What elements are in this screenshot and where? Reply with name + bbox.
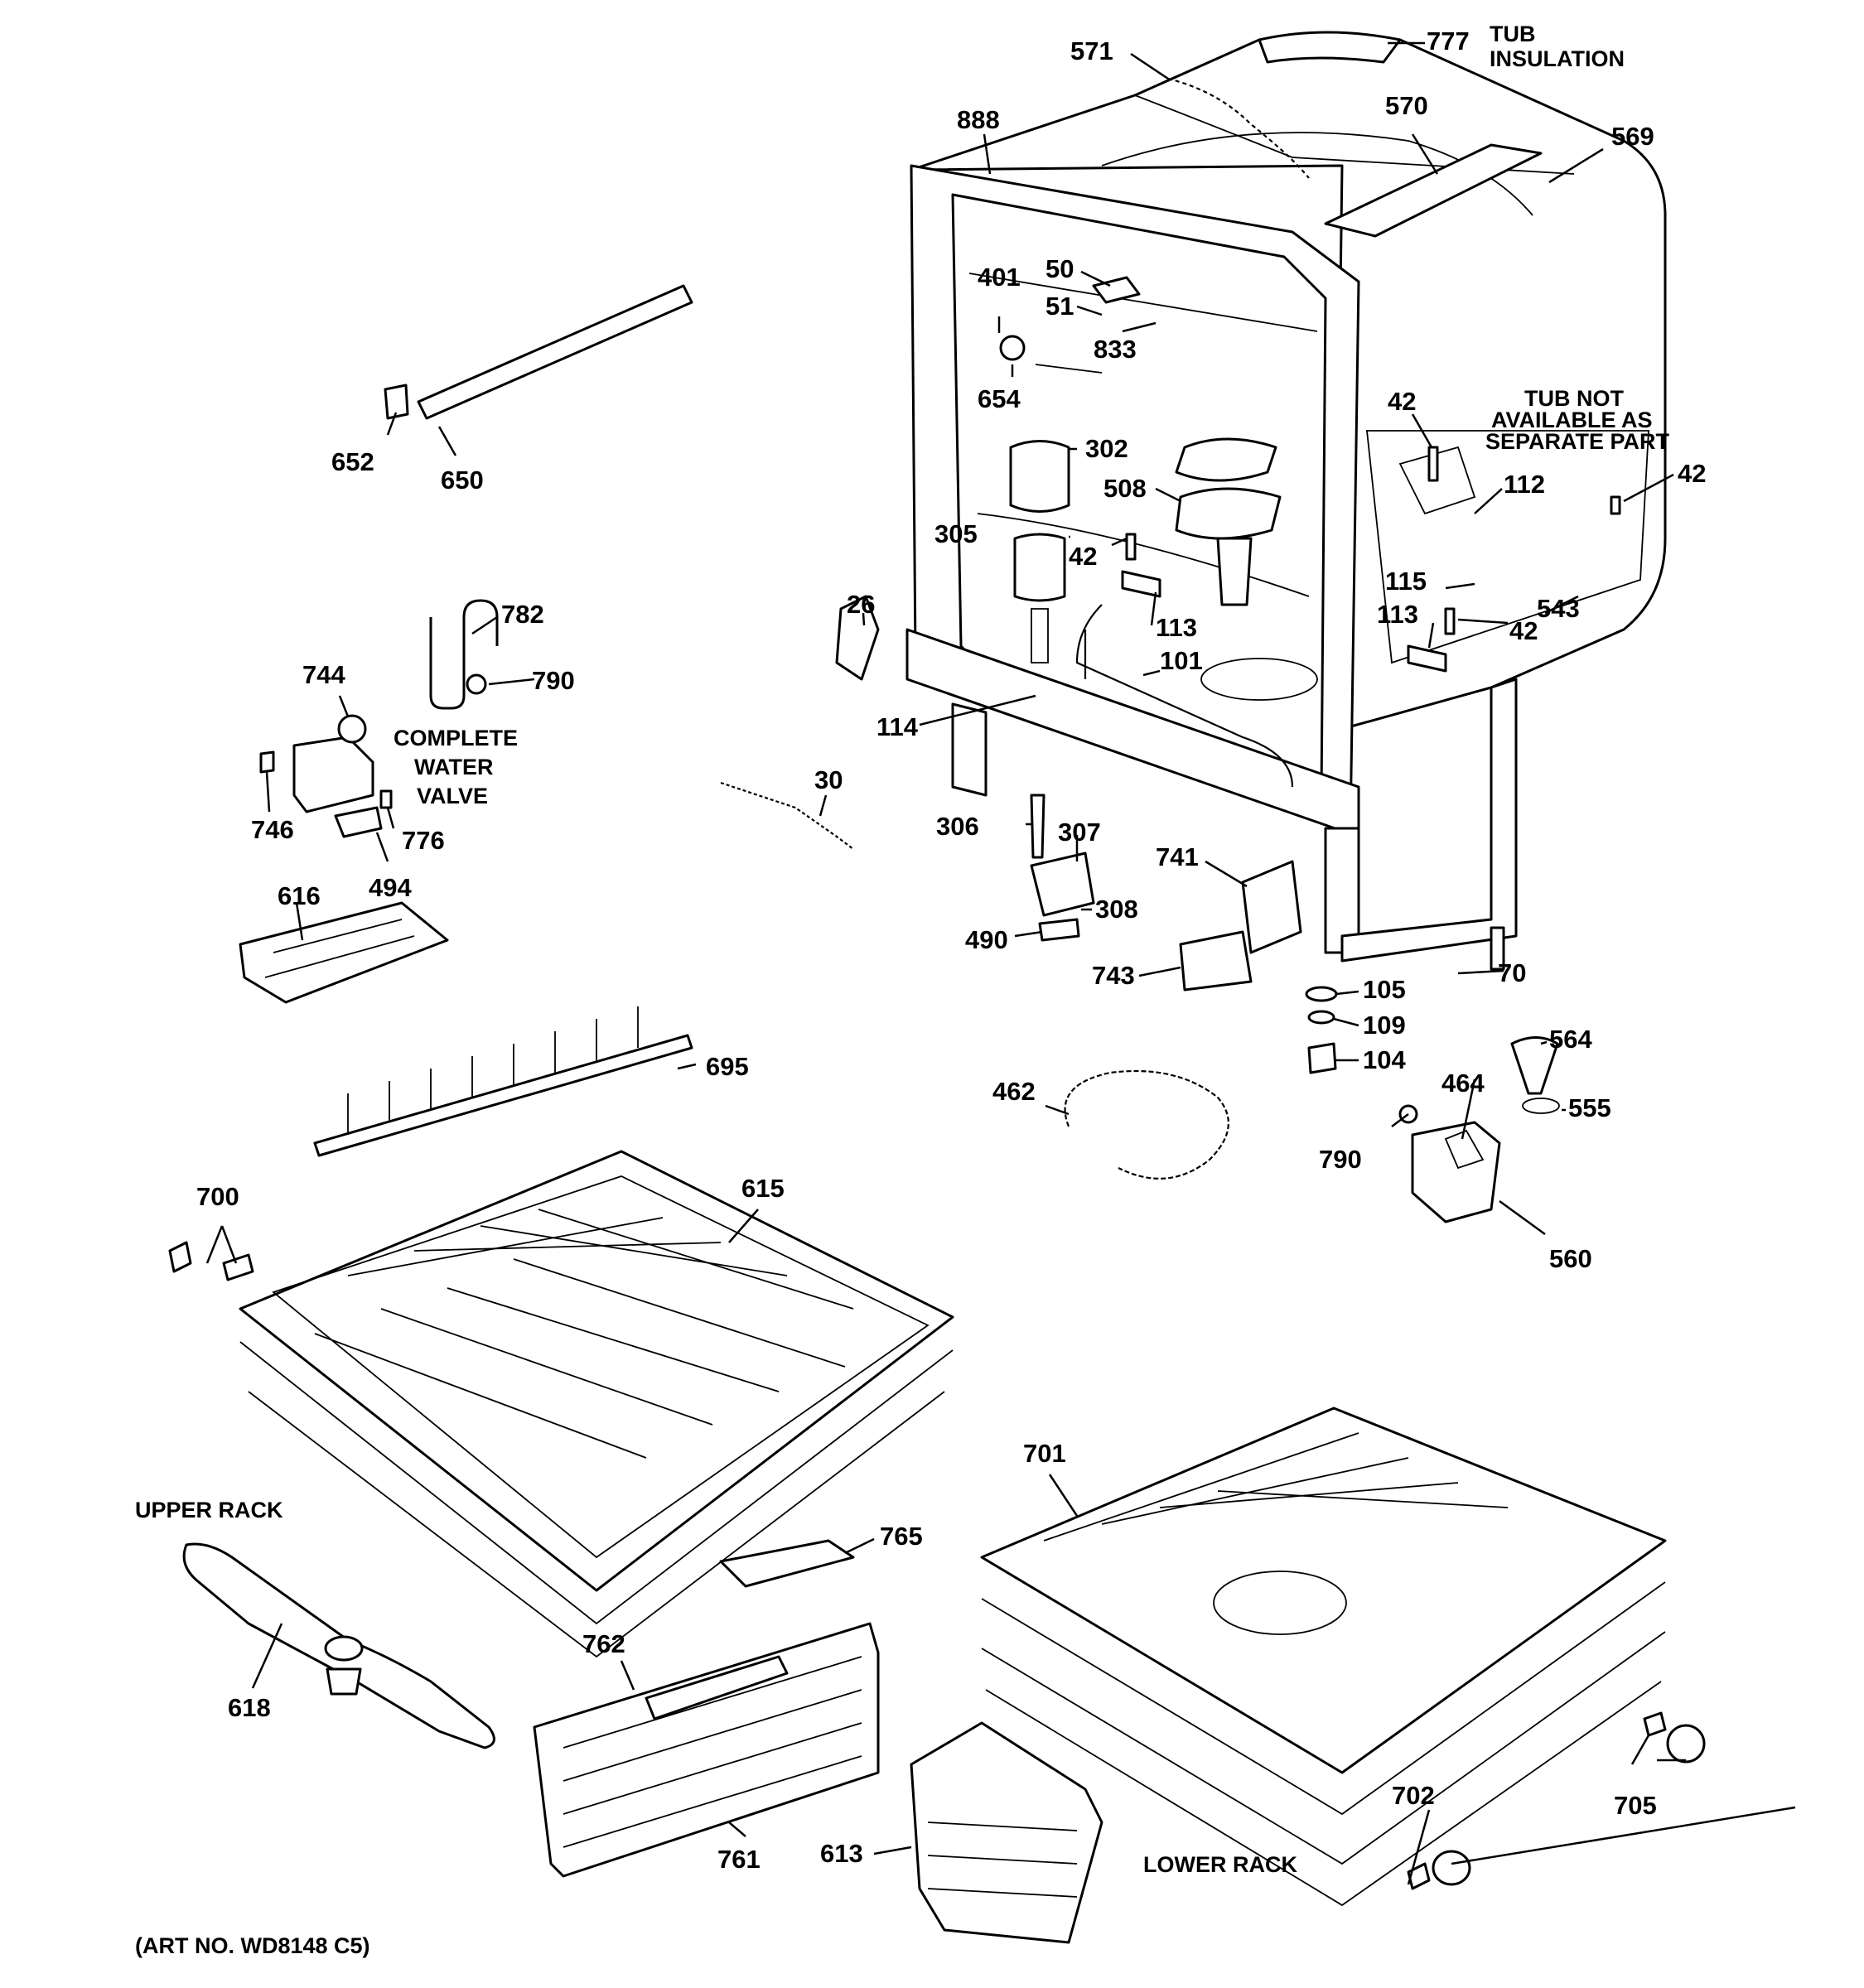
callout-616: 616: [278, 881, 321, 910]
callout-782: 782: [501, 600, 544, 629]
callout-113-a: 113: [1156, 613, 1197, 642]
callout-618: 618: [228, 1693, 271, 1722]
callout-560: 560: [1549, 1244, 1592, 1273]
callout-115: 115: [1385, 567, 1427, 596]
callout-790-a: 790: [532, 666, 575, 695]
callout-776: 776: [402, 826, 445, 855]
callout-114: 114: [876, 712, 919, 741]
callout-555: 555: [1568, 1093, 1611, 1122]
callout-42-c: 42: [1069, 542, 1097, 571]
callout-109: 109: [1363, 1011, 1406, 1040]
callout-744: 744: [302, 660, 345, 689]
callout-401: 401: [978, 263, 1021, 292]
callout-777: 777: [1427, 27, 1470, 55]
callout-30: 30: [814, 765, 843, 794]
callout-652: 652: [331, 447, 374, 476]
callout-888: 888: [957, 105, 1000, 134]
callout-308: 308: [1095, 895, 1138, 924]
callout-746: 746: [251, 815, 294, 844]
callout-833: 833: [1094, 335, 1137, 364]
callout-765: 765: [880, 1522, 923, 1551]
callout-790-b: 790: [1319, 1145, 1362, 1174]
callout-695: 695: [706, 1052, 749, 1081]
callout-42-a: 42: [1388, 387, 1416, 416]
art-number: (ART NO. WD8148 C5): [135, 1933, 370, 1958]
callout-494: 494: [369, 873, 412, 902]
valve-label-2: WATER: [414, 755, 494, 779]
upper-rack-assembly: [168, 1006, 954, 1658]
valve-label-3: VALVE: [417, 784, 488, 808]
callout-705: 705: [1614, 1791, 1657, 1820]
callout-702: 702: [1392, 1781, 1435, 1810]
door-trim-parts: [384, 284, 693, 420]
silverware-baskets: [533, 1622, 1103, 1944]
callout-743: 743: [1092, 961, 1135, 990]
callout-741: 741: [1156, 842, 1199, 871]
callout-543: 543: [1537, 594, 1580, 623]
callout-700: 700: [196, 1182, 239, 1211]
valve-label-1: COMPLETE: [394, 726, 518, 750]
tub-note-3: SEPARATE PART: [1485, 429, 1670, 454]
label-tub-insulation-2: INSULATION: [1490, 46, 1625, 71]
label-upper-rack: UPPER RACK: [135, 1498, 283, 1522]
callout-613: 613: [820, 1839, 863, 1868]
callout-569: 569: [1611, 122, 1654, 151]
callout-105: 105: [1363, 975, 1406, 1004]
motor-and-pump-parts: [1030, 794, 1560, 1223]
tine-and-rack-clips: [239, 595, 880, 1004]
callout-104: 104: [1363, 1045, 1406, 1074]
callout-761: 761: [717, 1845, 761, 1874]
callout-42-d: 42: [1509, 616, 1538, 645]
callout-490: 490: [965, 925, 1008, 954]
callout-labels: 571 777 TUB INSULATION 888 570 569 401 5…: [135, 22, 1706, 1958]
callout-306: 306: [936, 812, 979, 841]
callout-650: 650: [441, 466, 484, 495]
label-lower-rack: LOWER RACK: [1143, 1852, 1297, 1877]
callout-112: 112: [1504, 470, 1545, 499]
lower-rack-assembly: [980, 1407, 1706, 1907]
callout-51: 51: [1045, 292, 1074, 321]
tub-note-2: AVAILABLE AS: [1491, 408, 1653, 432]
callout-42-b: 42: [1678, 459, 1706, 488]
leader-lines: [205, 41, 1796, 1885]
callout-113-b: 113: [1377, 600, 1418, 629]
callout-508: 508: [1103, 474, 1147, 503]
spray-arm: [182, 1542, 495, 1749]
callout-302: 302: [1085, 434, 1128, 463]
callout-762: 762: [582, 1629, 625, 1658]
callout-26: 26: [847, 590, 875, 619]
callout-571: 571: [1070, 36, 1113, 65]
callout-570: 570: [1385, 91, 1428, 120]
label-tub-insulation-1: TUB: [1490, 22, 1536, 46]
callout-462: 462: [992, 1077, 1036, 1106]
callout-101: 101: [1160, 646, 1203, 675]
tub-assembly: [905, 31, 1667, 963]
tub-note-1: TUB NOT: [1524, 386, 1624, 411]
callout-654: 654: [978, 384, 1021, 413]
callout-307: 307: [1058, 818, 1101, 847]
callout-50: 50: [1045, 254, 1074, 283]
callout-701: 701: [1023, 1439, 1066, 1468]
callout-70: 70: [1498, 958, 1526, 987]
callout-564: 564: [1549, 1025, 1592, 1054]
callout-464: 464: [1441, 1069, 1485, 1098]
callout-615: 615: [741, 1174, 785, 1203]
callout-305: 305: [934, 519, 978, 548]
